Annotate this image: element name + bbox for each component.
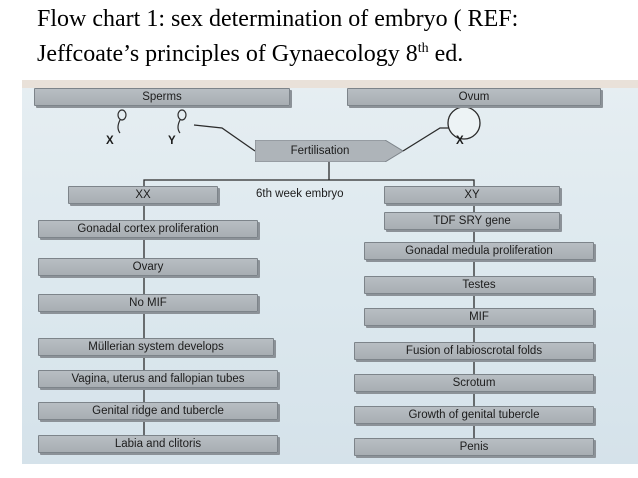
fertilisation-box: Fertilisation [255,140,403,162]
right-fusion-labioscrotal: Fusion of labioscrotal folds [354,342,594,360]
left-gonadal-cortex: Gonadal cortex proliferation [38,220,258,238]
sperm-y-label: Y [168,135,176,147]
left-ovary: Ovary [38,258,258,276]
right-xy: XY [384,186,560,204]
embryo-label: 6th week embryo [256,188,344,200]
left-xx: XX [68,186,218,204]
right-scrotum: Scrotum [354,374,594,392]
right-testes: Testes [364,276,594,294]
ovum-box: Ovum [347,88,601,106]
sperm-icon [117,109,127,134]
right-tdf-sry: TDF SRY gene [384,212,560,230]
ovum-icon [447,106,481,140]
sperm-icon [177,109,187,134]
sperm-x-label: X [106,135,114,147]
left-mullerian: Müllerian system develops [38,338,274,356]
ovum-x-label: X [456,135,464,147]
title-line-2: Jeffcoate’s principles of Gynaecology 8t… [37,41,464,67]
left-genital-ridge: Genital ridge and tubercle [38,402,278,420]
right-gonadal-medula: Gonadal medula proliferation [364,242,594,260]
page-title: Flow chart 1: sex determination of embry… [37,4,627,69]
right-penis: Penis [354,438,594,456]
right-genital-tubercle: Growth of genital tubercle [354,406,594,424]
flowchart-photo: Sperms Ovum X Y X Fertilisation 6th week… [22,80,638,464]
title-line-1: Flow chart 1: sex determination of embry… [37,6,519,32]
left-no-mif: No MIF [38,294,258,312]
right-mif: MIF [364,308,594,326]
sperms-box: Sperms [34,88,290,106]
left-vagina-uterus: Vagina, uterus and fallopian tubes [38,370,278,388]
left-labia: Labia and clitoris [38,435,278,453]
